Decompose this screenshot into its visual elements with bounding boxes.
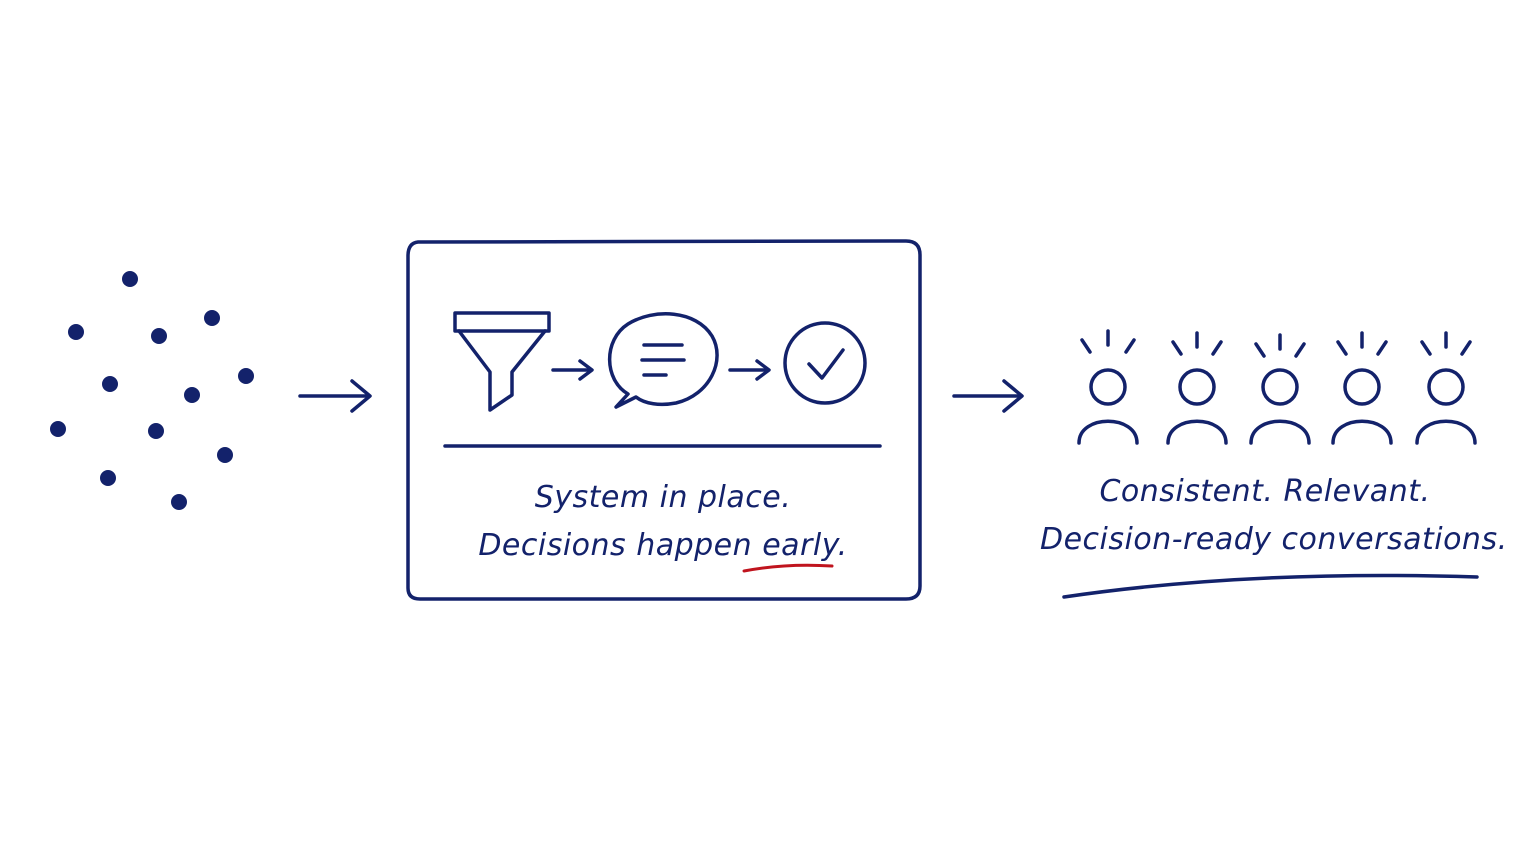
outcome-line1: Consistent. Relevant. [1099,474,1431,509]
person-icon [1415,331,1477,445]
dot [151,328,167,344]
emphasis-underline [742,563,834,573]
dot [100,470,116,486]
dot [122,271,138,287]
system-box-line1: System in place. [534,480,792,515]
dot [217,447,233,463]
dot [102,376,118,392]
person-icon [1077,329,1139,445]
system-box-line2: Decisions happen early. [408,522,918,570]
funnel-icon [453,311,551,412]
system-box [406,239,922,601]
arrow-right-small-icon [728,359,771,381]
arrow-right-small-icon [551,359,594,381]
dot [204,310,220,326]
arrow-right-icon [952,379,1024,413]
dot [184,387,200,403]
outcome-underline [1062,573,1479,599]
dot [238,368,254,384]
dot [171,494,187,510]
dot [50,421,66,437]
person-icon [1166,331,1228,445]
system-box-line2-prefix: Decisions happen [478,528,763,563]
outcome-caption: Consistent. Relevant. Decision-ready con… [1040,468,1508,564]
dot [68,324,84,340]
system-box-caption: System in place. Decisions happen early. [408,474,918,570]
arrow-right-icon [298,379,372,413]
people-group [1077,329,1477,445]
dot [148,423,164,439]
person-icon [1249,333,1311,445]
speech-bubble-icon [607,312,719,409]
outcome-line2: Decision-ready conversations. [1040,522,1508,557]
checkmark-circle-icon [783,321,867,405]
person-icon [1331,331,1393,445]
scattered-dots-icon [50,271,254,510]
system-box-line2-emphasis: early. [762,528,848,563]
